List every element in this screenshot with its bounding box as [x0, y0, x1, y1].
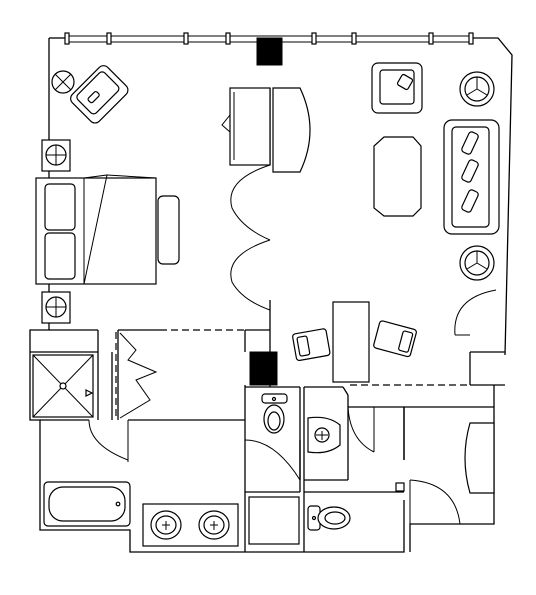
side-table-lamp-icon — [459, 71, 495, 107]
sofa-icon — [443, 119, 500, 235]
structural-column-middle — [249, 351, 278, 386]
bathtub-icon — [43, 481, 131, 527]
wardrobe-icon — [119, 332, 158, 419]
bench-icon — [157, 195, 180, 265]
chair-icon — [373, 320, 417, 358]
nightstand-lamp-icon — [41, 291, 71, 324]
structural-column-top — [256, 37, 283, 66]
nightstand-lamp-icon — [41, 139, 71, 172]
desk-icon — [221, 87, 311, 173]
chair-icon — [292, 328, 331, 362]
coffee-table-icon — [373, 136, 422, 217]
wardrobe-icon — [464, 422, 495, 494]
double-sink-icon — [142, 503, 239, 547]
shower-icon — [32, 354, 94, 418]
door-swings — [88, 164, 497, 525]
side-table-lamp-icon — [459, 245, 495, 281]
interior-walls — [30, 88, 505, 552]
armchair-icon — [371, 62, 423, 114]
nightstand-lamp-icon — [51, 70, 75, 94]
toilet-icon — [307, 505, 351, 531]
dining-table-icon — [332, 301, 370, 383]
pedestal-sink-icon — [307, 416, 341, 454]
shower-stall-icon — [248, 496, 300, 545]
toilet-icon — [261, 393, 288, 434]
armchair-icon — [70, 65, 129, 124]
bed-icon — [35, 174, 157, 285]
